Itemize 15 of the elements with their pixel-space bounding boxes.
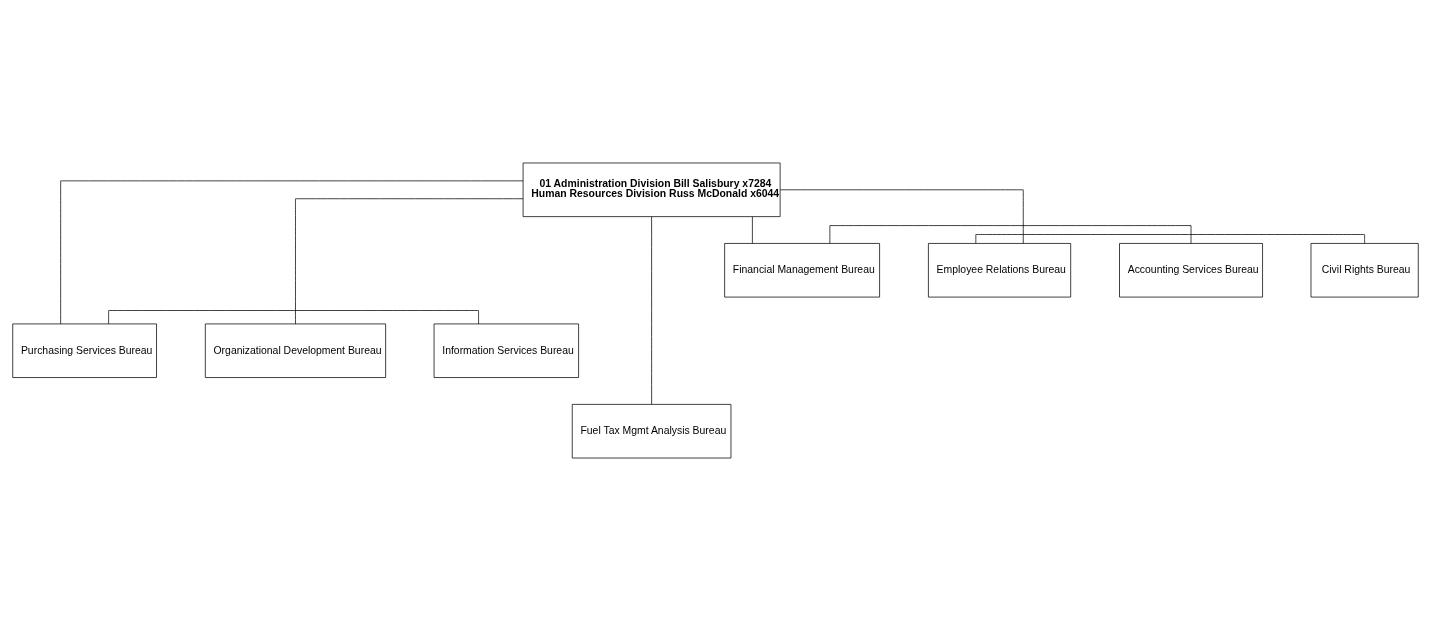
connector	[60, 180, 524, 324]
node-box: Information Services Bureau	[433, 323, 579, 378]
connector	[975, 233, 1365, 244]
connector	[651, 215, 652, 404]
connector	[295, 197, 524, 324]
node-box: Employee Relations Bureau	[928, 242, 1072, 297]
node-box: Accounting Services Bureau	[1119, 242, 1263, 297]
connector	[752, 215, 753, 244]
node-box: Financial Management Bureau	[724, 242, 880, 297]
connector	[779, 188, 1024, 244]
node-box: Organizational Development Bureau	[204, 323, 386, 378]
node-box: Fuel Tax Mgmt Analysis Bureau	[571, 403, 732, 458]
node-box: Civil Rights Bureau	[1310, 242, 1419, 297]
node-box: Purchasing Services Bureau	[12, 323, 157, 378]
node-box: 01 Administration Division Bill Salisbury x7284 Human Resources Division Russ McDonald x6044	[522, 162, 781, 217]
